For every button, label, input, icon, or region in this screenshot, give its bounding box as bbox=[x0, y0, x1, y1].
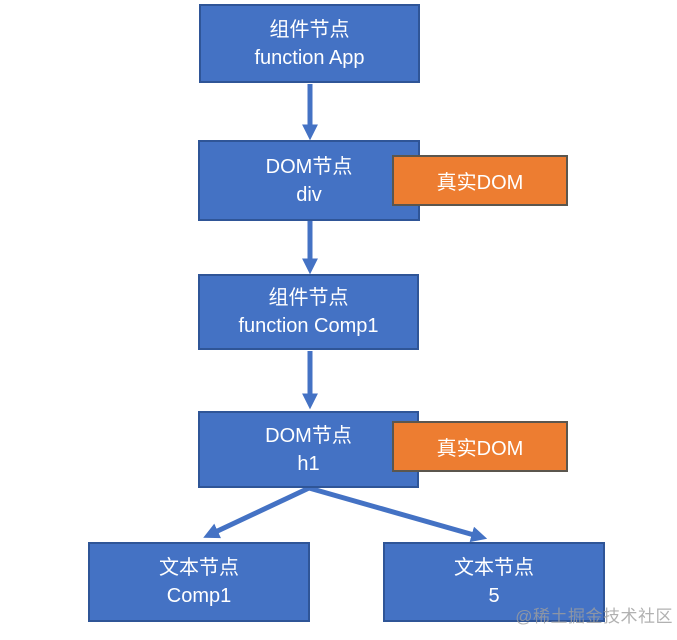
node-component-app: 组件节点 function App bbox=[199, 4, 420, 83]
node-label: 文本节点 bbox=[454, 557, 534, 579]
watermark: @稀土掘金技术社区 bbox=[515, 607, 673, 626]
tag-label: 真实DOM bbox=[436, 438, 524, 460]
node-label: 组件节点 bbox=[268, 287, 349, 309]
node-label: 文本节点 bbox=[159, 557, 239, 579]
node-label: 组件节点 bbox=[269, 18, 350, 41]
node-text-5: 文本节点 5 bbox=[383, 542, 605, 622]
edge-h1-to-text-5 bbox=[308, 485, 488, 543]
node-label: DOM节点 bbox=[265, 424, 352, 447]
node-dom-h1: DOM节点 h1 bbox=[198, 411, 419, 488]
tag-real-dom-div: 真实DOM bbox=[392, 155, 568, 206]
node-sublabel: function App bbox=[254, 46, 365, 69]
node-sublabel: 5 bbox=[488, 585, 500, 607]
node-sublabel: Comp1 bbox=[166, 585, 232, 607]
tag-label: 真实DOM bbox=[436, 172, 524, 194]
node-text-comp1: 文本节点 Comp1 bbox=[88, 542, 310, 622]
edge-h1-to-text-comp1 bbox=[203, 485, 311, 539]
node-component-comp1: 组件节点 function Comp1 bbox=[198, 274, 419, 350]
node-label: DOM节点 bbox=[265, 155, 353, 178]
node-sublabel: function Comp1 bbox=[238, 315, 379, 337]
tag-real-dom-h1: 真实DOM bbox=[392, 421, 568, 472]
node-sublabel: h1 bbox=[297, 452, 320, 475]
node-sublabel: div bbox=[296, 183, 322, 206]
node-dom-div: DOM节点 div bbox=[198, 140, 420, 221]
